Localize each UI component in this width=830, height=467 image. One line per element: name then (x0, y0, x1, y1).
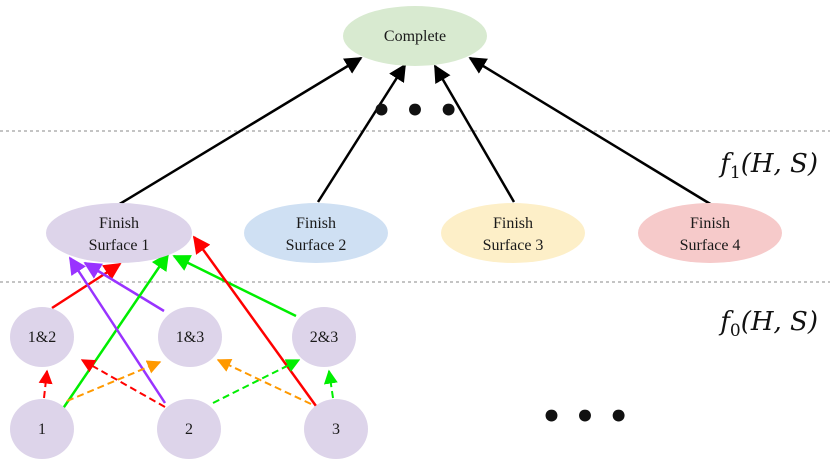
edge-3-23 (323, 369, 338, 399)
edge-1-13 (66, 360, 162, 402)
label-f1-subscript: 1 (730, 163, 741, 183)
node-pair-1-3-shape (158, 307, 222, 367)
node-surface3-line2: Surface 3 (483, 237, 544, 254)
node-single-1: 1 (10, 399, 74, 459)
edge-2-23 (212, 359, 301, 404)
edge-12-surface1 (51, 262, 122, 310)
label-f1: f1(H, S) (718, 149, 818, 183)
label-f0-args: (H, S) (741, 307, 818, 337)
node-single-3-label: 3 (332, 421, 340, 438)
node-surface3-shape (441, 203, 585, 263)
node-pair-1-3: 1&3 (158, 307, 222, 367)
node-surface2-line1: Finish (296, 215, 336, 232)
edge-1-surface1 (60, 252, 170, 411)
node-complete-label: Complete (384, 28, 446, 45)
node-pair-2-3-shape (292, 307, 356, 367)
node-surface1-shape (46, 203, 192, 263)
edge-3-surface1 (192, 235, 318, 407)
node-single-3-shape (304, 399, 368, 459)
node-surface2-shape (244, 203, 388, 263)
ellipsis-top: • • • (371, 91, 460, 131)
node-surface1-line1: Finish (99, 215, 139, 232)
node-pair-1-2: 1&2 (10, 307, 74, 367)
node-finish-surface-1: Finish Surface 1 (46, 203, 192, 263)
node-finish-surface-2: Finish Surface 2 (244, 203, 388, 263)
edge-1-12 (38, 369, 53, 399)
node-surface4-line1: Finish (690, 215, 730, 232)
node-complete: Complete (343, 6, 487, 66)
edge-surface3-complete (433, 64, 516, 203)
node-single-1-shape (10, 399, 74, 459)
node-finish-surface-4: Finish Surface 4 (638, 203, 782, 263)
node-single-1-label: 1 (38, 421, 46, 438)
ellipsis-bottom: • • • (541, 397, 630, 437)
node-single-2: 2 (157, 399, 221, 459)
node-surface1-line2: Surface 1 (89, 237, 150, 254)
node-finish-surface-3: Finish Surface 3 (441, 203, 585, 263)
label-f0-subscript: 0 (730, 321, 741, 341)
edge-2-surface1 (68, 256, 167, 404)
node-pair-2-3-label: 2&3 (310, 329, 338, 346)
edge-surface2-complete (316, 63, 407, 203)
edge-surface4-complete (468, 56, 713, 207)
node-surface4-shape (638, 203, 782, 263)
edge-2-12 (80, 359, 166, 408)
edge-surface1-complete (117, 56, 363, 207)
label-f1-args: (H, S) (741, 149, 818, 179)
node-surface3-line1: Finish (493, 215, 533, 232)
node-single-3: 3 (304, 399, 368, 459)
edge-13-surface1 (83, 261, 165, 313)
node-complete-shape (343, 6, 487, 66)
node-pair-2-3: 2&3 (292, 307, 356, 367)
node-pair-1-2-shape (10, 307, 74, 367)
node-single-2-label: 2 (185, 421, 193, 438)
node-pair-1-2-label: 1&2 (28, 329, 56, 346)
edge-23-surface1 (172, 254, 297, 318)
edge-3-13 (216, 359, 312, 405)
label-f0: f0(H, S) (718, 307, 818, 341)
node-surface4-line2: Surface 4 (680, 237, 741, 254)
node-surface2-line2: Surface 2 (286, 237, 347, 254)
node-single-2-shape (157, 399, 221, 459)
node-pair-1-3-label: 1&3 (176, 329, 204, 346)
